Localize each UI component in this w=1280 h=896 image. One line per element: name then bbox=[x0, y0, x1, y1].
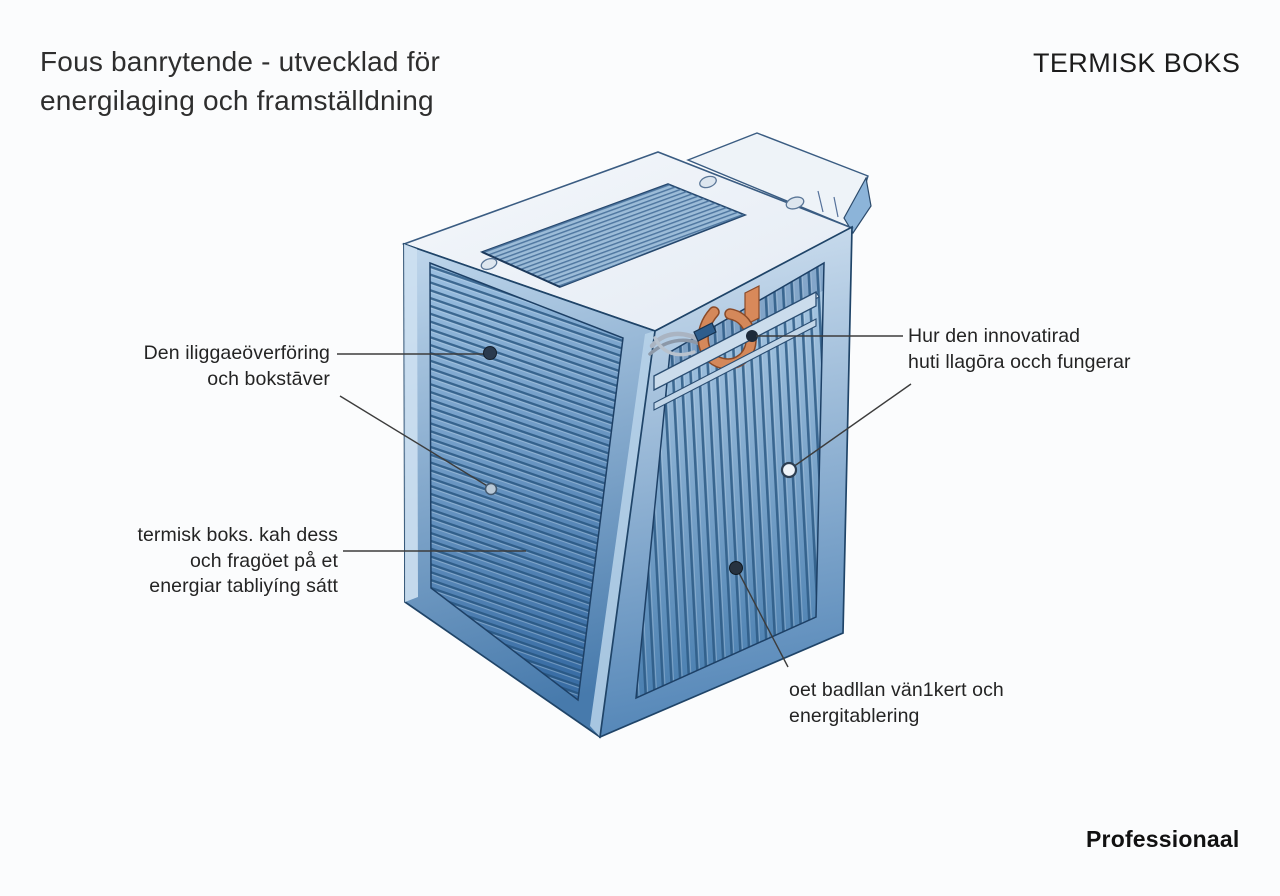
page-title: Fous banrytende - utvecklad för energila… bbox=[40, 42, 440, 120]
leader-line-left-mid bbox=[339, 395, 490, 488]
louver-panel-slats bbox=[429, 261, 624, 702]
callout-line: och fragöet på et bbox=[189, 549, 338, 572]
callout-line: energitablering bbox=[789, 704, 920, 727]
top-vent-grille bbox=[479, 183, 748, 288]
rail-lower bbox=[653, 318, 817, 411]
leader-line-right-mid bbox=[792, 383, 912, 468]
callout-line: Den iliggaeöverföring bbox=[143, 342, 330, 364]
leader-markers bbox=[483, 346, 798, 575]
product-name: TERMISK BOKS bbox=[1033, 48, 1241, 78]
marker-dot-fin-panel bbox=[729, 561, 743, 575]
callout-left-bottom: termisk boks. kah dess och fragöet på et… bbox=[58, 523, 338, 600]
callout-line: huti llagōra occh fungerar bbox=[908, 350, 1131, 373]
screw bbox=[699, 175, 717, 189]
callout-line: Hur den innovatirad bbox=[908, 325, 1081, 347]
rail-component-blue bbox=[693, 322, 717, 342]
left-frame-highlight bbox=[404, 244, 418, 602]
rear-panel-tab bbox=[686, 132, 872, 235]
marker-dot-louver-lower bbox=[484, 482, 498, 496]
rear-panel-notch-line bbox=[817, 190, 824, 213]
rail-component-dark bbox=[746, 330, 758, 342]
callout-line: och bokstāver bbox=[207, 367, 330, 390]
leader-line-right-bottom bbox=[737, 570, 789, 668]
marker-dot-louver-upper bbox=[483, 346, 497, 360]
right-fin-face bbox=[598, 225, 853, 739]
vent-stripes bbox=[482, 184, 745, 287]
callout-line: oet badllan vän1kert och bbox=[789, 679, 1004, 701]
page-title-line-2: energilaging och framställdning bbox=[40, 85, 434, 116]
rear-panel-notch-line bbox=[833, 196, 839, 218]
orange-strip bbox=[744, 285, 760, 326]
callout-left-top: Den iliggaeöverföring och bokstāver bbox=[58, 341, 330, 392]
leader-lines bbox=[337, 335, 912, 668]
page-title-line-1: Fous banrytende - utvecklad för bbox=[40, 46, 440, 77]
left-louver-face bbox=[403, 242, 656, 739]
screw bbox=[785, 196, 805, 210]
callout-right-top: Hur den innovatirad huti llagōra occh fu… bbox=[908, 324, 1178, 375]
callout-line: termisk boks. kah dess bbox=[137, 524, 338, 546]
screw bbox=[480, 257, 498, 271]
cable bbox=[653, 336, 696, 357]
callout-right-bottom: oet badllan vän1kert och energitablering bbox=[789, 678, 1039, 729]
mounting-rail bbox=[653, 290, 820, 411]
front-corner-highlight bbox=[590, 331, 655, 737]
footer-brand: Professionaal bbox=[1086, 826, 1240, 852]
marker-ring-fin-panel bbox=[780, 461, 798, 479]
callout-line: energiar tabliyíng sátt bbox=[149, 575, 338, 597]
vent-shadow-edge bbox=[481, 251, 561, 288]
rail-front bbox=[653, 290, 817, 392]
